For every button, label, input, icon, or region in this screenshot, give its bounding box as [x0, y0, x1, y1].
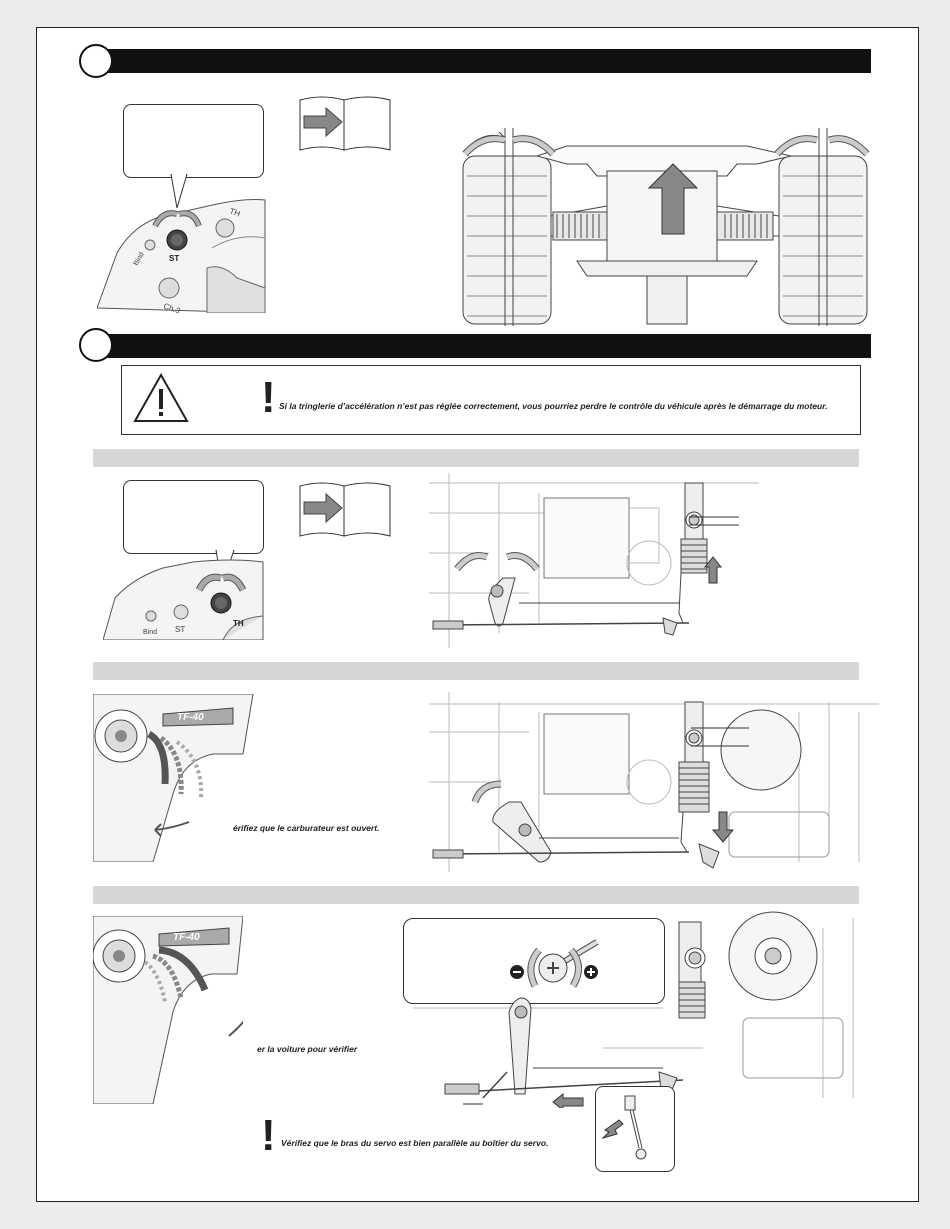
throttle-linkage-diagram-c	[413, 911, 854, 1108]
trigger-pull-illustration: TF-40	[93, 694, 254, 862]
warning-text: Si la tringlerie d’accélération n’est pa…	[279, 401, 828, 411]
trigger-release-illustration: TF-40	[93, 916, 243, 1104]
th-label: TH	[228, 206, 241, 218]
tf40-label-b: TF-40	[177, 712, 204, 723]
substep-c-bar	[93, 886, 859, 904]
manual-page: ST TH Bind Ch.3	[36, 27, 919, 1202]
book-icon-2	[299, 482, 391, 537]
warning-triangle-icon	[133, 373, 189, 422]
exclamation-icon-2: !	[261, 1111, 276, 1160]
steering-trim-illustration: ST TH Bind Ch.3	[97, 199, 266, 313]
substep-a-bar	[93, 449, 859, 467]
throttle-linkage-diagram-b	[429, 692, 879, 872]
substep-a-callout	[123, 480, 264, 554]
step-2-header-bar	[95, 334, 871, 358]
push-car-text: er la voiture pour vérifier	[257, 1044, 358, 1054]
book-icon	[299, 96, 391, 151]
bind-label-a: Bind	[143, 629, 157, 636]
step-1-header-bar	[95, 49, 871, 73]
servo-parallel-note: Vérifiez que le bras du servo est bien p…	[281, 1138, 549, 1148]
exclamation-icon: !	[261, 373, 276, 422]
substep-b-bar	[93, 662, 859, 680]
throttle-trim-illustration: TH ST Bind	[103, 559, 264, 640]
step-1-number-circle	[79, 44, 113, 78]
th-label-a: TH	[233, 619, 244, 628]
truck-front-illustration	[462, 128, 870, 326]
st-label-a: ST	[175, 625, 185, 634]
servo-inset-drawing	[601, 1095, 647, 1160]
ch3-label: Ch.3	[162, 301, 181, 313]
throttle-linkage-diagram-a	[429, 473, 759, 648]
carburetor-open-text: érifiez que le carburateur est ouvert.	[233, 823, 380, 833]
warning-box	[121, 365, 861, 435]
step-1-callout	[123, 104, 264, 178]
adjustment-detail	[510, 939, 599, 988]
st-label: ST	[169, 254, 179, 263]
step-2-number-circle	[79, 328, 113, 362]
tf40-label-c: TF-40	[173, 932, 200, 943]
step-1-callout-pointer	[170, 174, 188, 209]
